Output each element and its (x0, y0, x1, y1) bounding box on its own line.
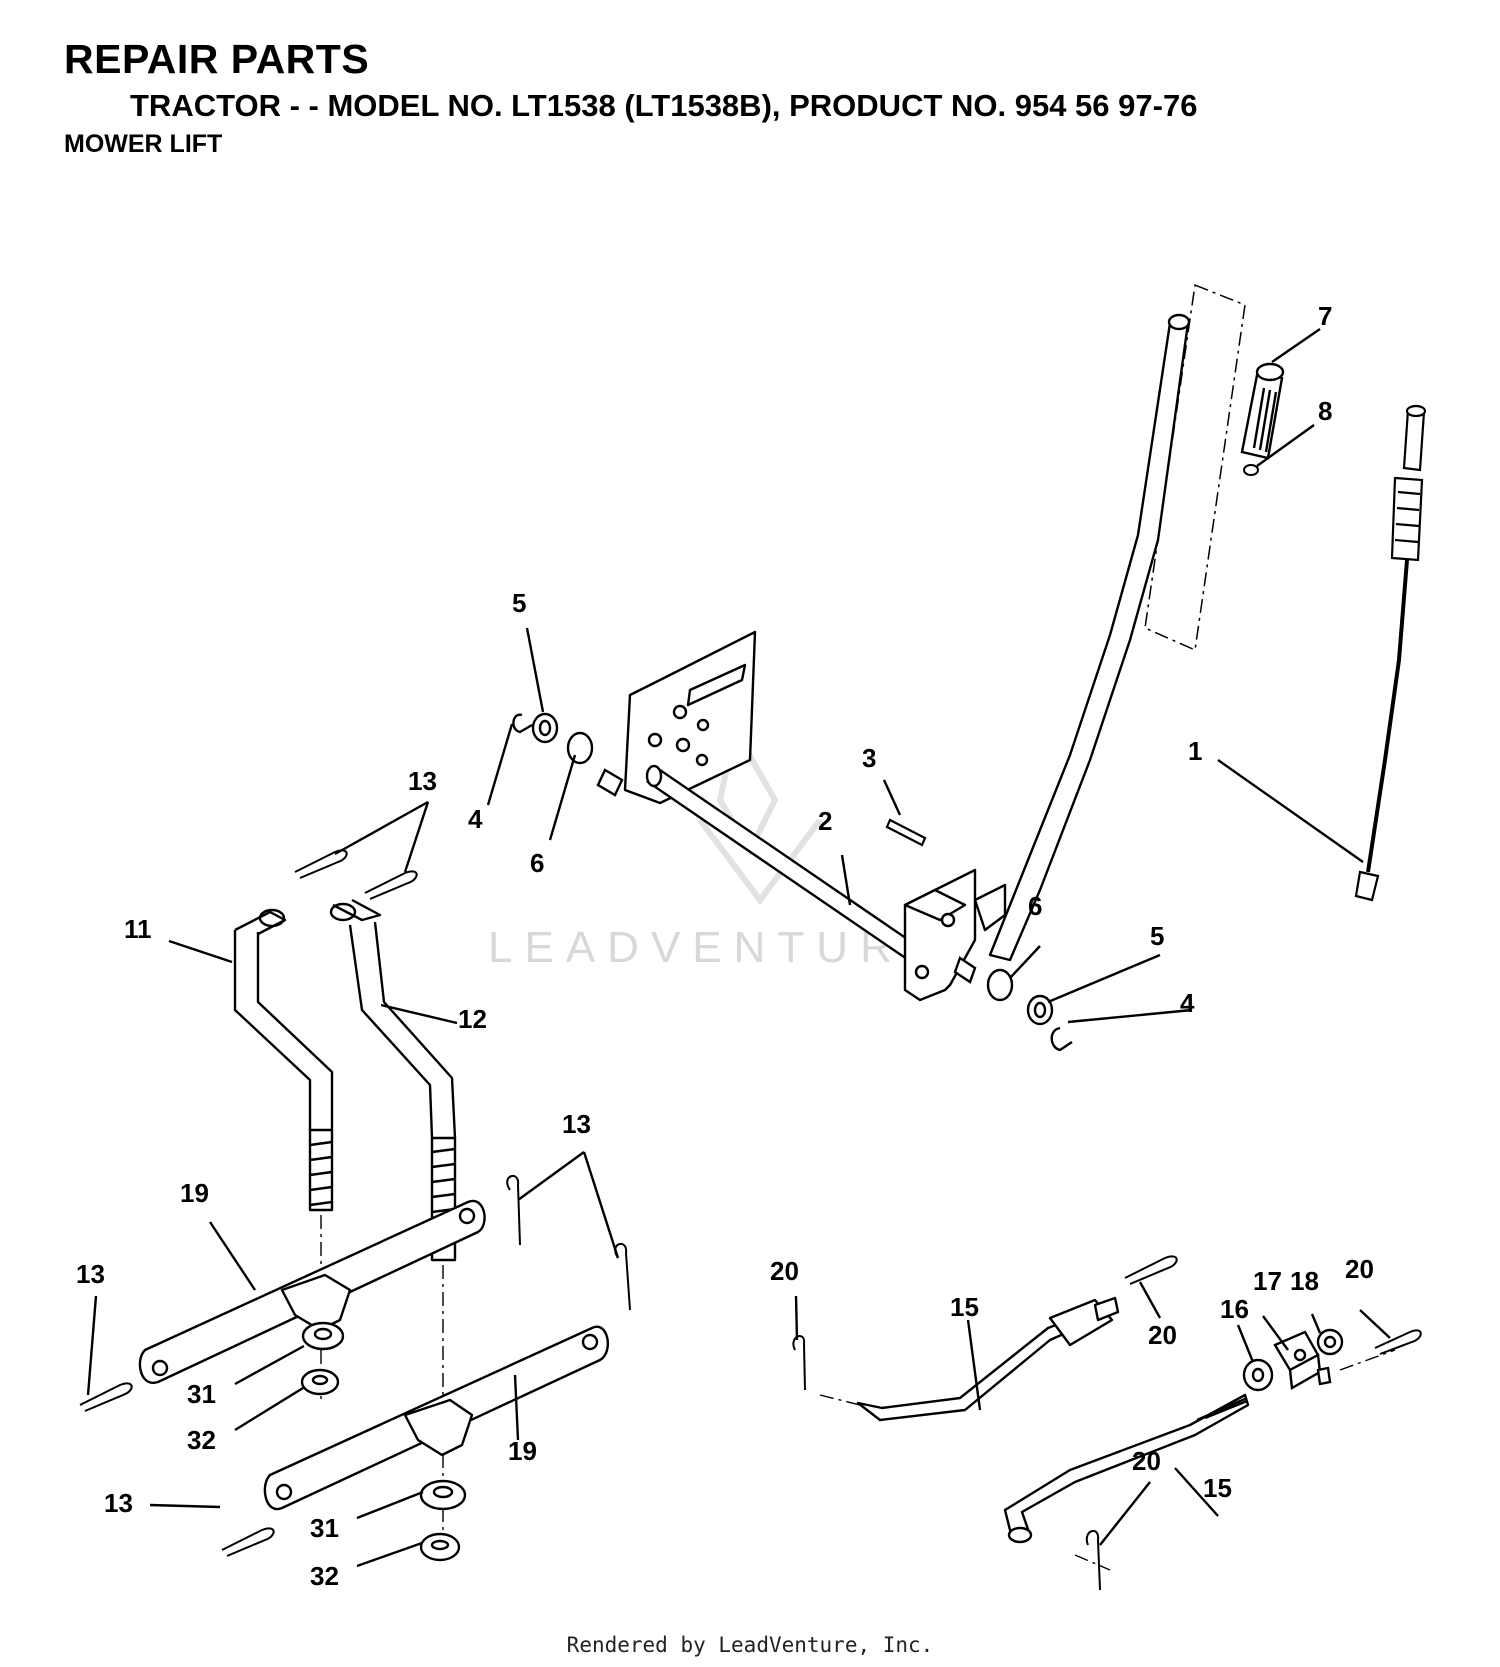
spacers-and-nuts (300, 1321, 467, 1562)
page-title: REPAIR PARTS (64, 36, 370, 82)
callout-11: 11 (124, 914, 152, 944)
lift-arm-upper (138, 1199, 486, 1384)
grip-nut (1243, 464, 1259, 476)
leader-lines (86, 328, 1391, 1568)
callout-5-right: 5 (1150, 921, 1164, 951)
lift-cable (1354, 404, 1427, 902)
callout-8: 8 (1318, 396, 1332, 426)
callout-32-upper: 32 (187, 1425, 216, 1455)
callout-6-right: 6 (1028, 891, 1042, 921)
callout-13-top: 13 (408, 766, 437, 796)
callout-31-lower: 31 (310, 1513, 339, 1543)
product-subtitle: TRACTOR - - MODEL NO. LT1538 (LT1538B), … (130, 88, 1198, 123)
section-title: MOWER LIFT (64, 130, 223, 158)
callout-13-left: 13 (76, 1259, 105, 1289)
callout-32-lower: 32 (310, 1561, 339, 1591)
callout-2: 2 (818, 806, 832, 836)
callout-16: 16 (1220, 1294, 1249, 1324)
lift-link-left (233, 908, 334, 1212)
callout-20-bottom: 20 (1132, 1446, 1161, 1476)
roll-pin (885, 818, 927, 847)
callout-20-left: 20 (770, 1256, 799, 1286)
callout-31-upper: 31 (187, 1379, 216, 1409)
adjustment-rod-upper (856, 1296, 1120, 1422)
callout-5-left: 5 (512, 588, 526, 618)
lift-link-right (329, 898, 457, 1262)
hairpin-clips-20 (792, 1255, 1422, 1591)
callout-4-right: 4 (1180, 988, 1195, 1018)
right-side-hardware (953, 956, 1073, 1052)
callout-13-mid: 13 (562, 1109, 591, 1139)
callout-19-upper: 19 (180, 1178, 209, 1208)
grip-outline (1144, 283, 1246, 652)
callout-1: 1 (1188, 736, 1202, 766)
callout-labels: 7 8 5 1 3 13 4 6 2 6 5 11 4 12 13 19 13 … (76, 301, 1374, 1591)
lift-arm-lower (263, 1325, 609, 1511)
hairpin-clips (79, 849, 631, 1557)
callout-19-lower: 19 (508, 1436, 537, 1466)
callout-12: 12 (458, 1004, 487, 1034)
mounting-plate (623, 630, 757, 805)
callout-20-right: 20 (1345, 1254, 1374, 1284)
callout-13-bottom: 13 (104, 1488, 133, 1518)
callout-4-left: 4 (468, 804, 483, 834)
callout-18: 18 (1290, 1266, 1319, 1296)
lever-grip (1240, 362, 1285, 460)
callout-17: 17 (1253, 1266, 1282, 1296)
callout-15-lower: 15 (1203, 1473, 1232, 1503)
callout-6-left: 6 (530, 848, 544, 878)
callout-3: 3 (862, 743, 876, 773)
callout-20-mid: 20 (1148, 1320, 1177, 1350)
callout-15-upper: 15 (950, 1292, 979, 1322)
adjustment-rod-lower (1003, 1393, 1250, 1544)
watermark-text: LEADVENTURE (488, 923, 945, 972)
callout-7: 7 (1318, 301, 1332, 331)
lift-lever (988, 313, 1191, 962)
rod-block-hardware (1242, 1328, 1344, 1392)
footer-credit: Rendered by LeadVenture, Inc. (566, 1633, 934, 1657)
